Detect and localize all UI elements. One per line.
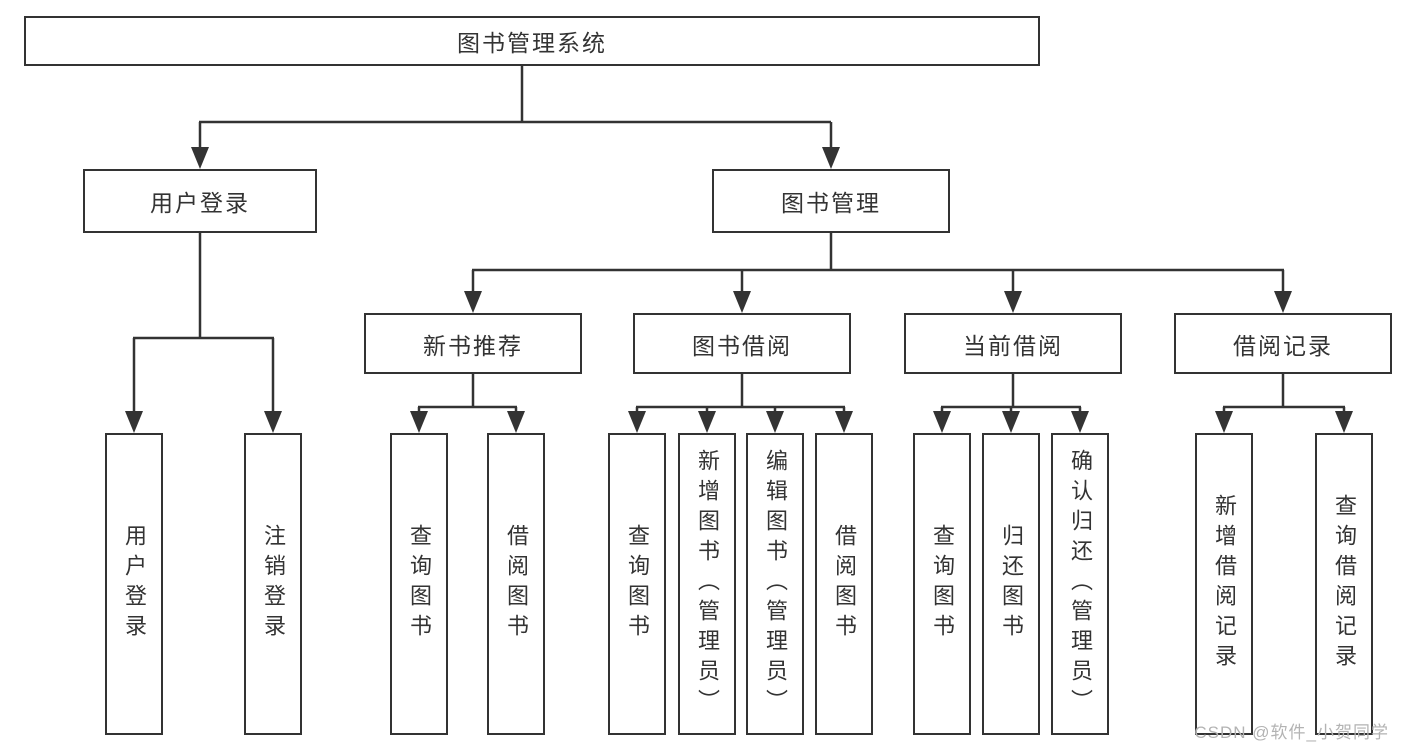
connector-current-borrowing-to-leaves <box>933 374 1089 433</box>
node-current-borrowing: 当前借阅 <box>904 313 1122 374</box>
leaf-return-books: 归还图书 <box>982 433 1040 735</box>
connector-root-to-level2 <box>191 66 840 169</box>
leaf-borrow-books-recommend: 借阅图书 <box>487 433 545 735</box>
leaf-query-books-current: 查询图书 <box>913 433 971 735</box>
connector-book-borrowing-to-leaves <box>628 374 853 433</box>
node-book-borrowing: 图书借阅 <box>633 313 851 374</box>
node-borrow-records: 借阅记录 <box>1174 313 1392 374</box>
leaf-add-book-admin: 新增图书（管理员） <box>678 433 736 735</box>
leaf-edit-book-admin: 编辑图书（管理员） <box>746 433 804 735</box>
leaf-logout: 注销登录 <box>244 433 302 735</box>
connector-new-book-recommend-to-leaves <box>410 374 525 433</box>
connector-book-management-to-level3 <box>464 233 1292 313</box>
leaf-confirm-return-admin: 确认归还（管理员） <box>1051 433 1109 735</box>
csdn-watermark: CSDN @软件_小贺同学 <box>1194 723 1389 742</box>
node-book-management: 图书管理 <box>712 169 950 233</box>
leaf-query-borrow-record: 查询借阅记录 <box>1315 433 1373 735</box>
leaf-user-login: 用户登录 <box>105 433 163 735</box>
leaf-borrow-books-borrowing: 借阅图书 <box>815 433 873 735</box>
leaf-query-books-borrowing: 查询图书 <box>608 433 666 735</box>
node-new-book-recommend: 新书推荐 <box>364 313 582 374</box>
leaf-add-borrow-record: 新增借阅记录 <box>1195 433 1253 735</box>
node-library-management-system: 图书管理系统 <box>24 16 1040 66</box>
connector-borrow-records-to-leaves <box>1215 374 1353 433</box>
connector-user-login-to-leaves <box>125 233 282 433</box>
leaf-query-books-recommend: 查询图书 <box>390 433 448 735</box>
node-user-login: 用户登录 <box>83 169 317 233</box>
